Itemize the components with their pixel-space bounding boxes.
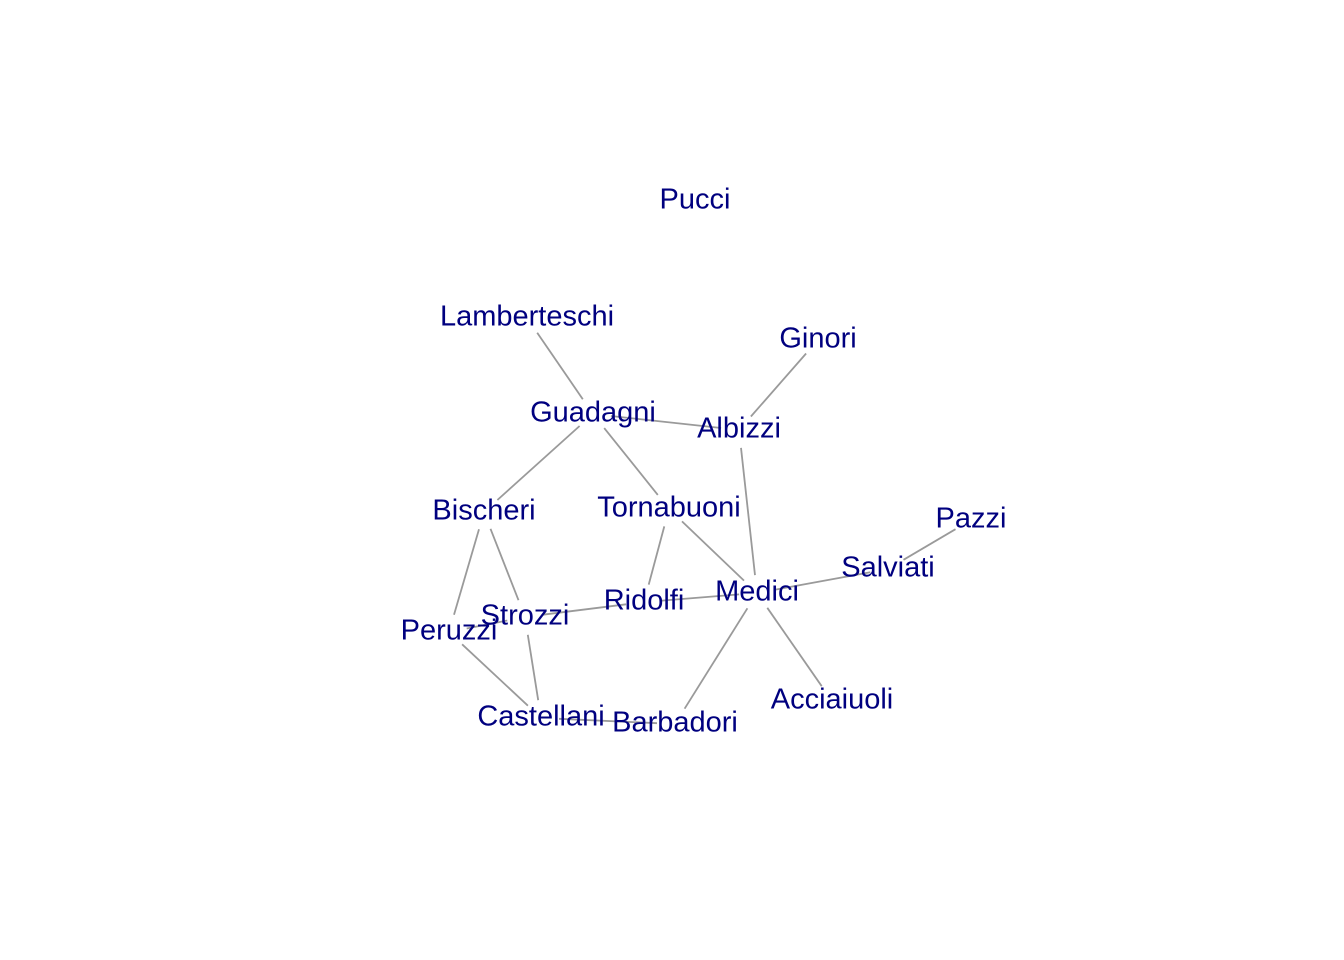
node-label-bischeri: Bischeri <box>432 495 535 527</box>
node-label-albizzi: Albizzi <box>697 413 781 445</box>
node-label-lamberteschi: Lamberteschi <box>440 301 614 333</box>
edge-strozzi-castellani <box>526 634 540 701</box>
edges-layer <box>453 332 956 725</box>
node-label-guadagni: Guadagni <box>530 397 656 429</box>
edge-lamberteschi-guadagni <box>536 332 584 400</box>
edge-tornabuoni-ridolfi <box>647 526 666 585</box>
edge-castellani-barbadori <box>558 717 658 725</box>
node-label-castellani: Castellani <box>477 701 604 733</box>
edge-guadagni-tornabuoni <box>603 427 659 496</box>
edge-medici-barbadori <box>683 607 749 710</box>
node-label-ginori: Ginori <box>779 323 856 355</box>
node-label-pazzi: Pazzi <box>936 503 1007 535</box>
edge-guadagni-albizzi <box>610 415 722 429</box>
edge-medici-salviati <box>774 571 871 591</box>
node-label-strozzi: Strozzi <box>481 600 570 632</box>
edge-salviati-pazzi <box>903 528 956 561</box>
node-label-medici: Medici <box>715 576 799 608</box>
node-label-ridolfi: Ridolfi <box>604 585 685 617</box>
edge-tornabuoni-medici <box>681 520 745 582</box>
node-label-acciaiuoli: Acciaiuoli <box>771 684 894 716</box>
node-label-barbadori: Barbadori <box>612 707 738 739</box>
edge-guadagni-bischeri <box>496 425 581 501</box>
edge-albizzi-medici <box>740 447 756 576</box>
node-label-pucci: Pucci <box>660 184 731 216</box>
node-label-peruzzi: Peruzzi <box>401 615 498 647</box>
edge-ridolfi-medici <box>661 593 740 602</box>
edge-ginori-albizzi <box>750 352 807 418</box>
node-label-tornabuoni: Tornabuoni <box>597 492 741 524</box>
edge-bischeri-strozzi <box>489 528 520 601</box>
edge-bischeri-peruzzi <box>453 529 480 615</box>
node-label-salviati: Salviati <box>841 552 935 584</box>
edge-peruzzi-strozzi <box>466 619 508 630</box>
edge-medici-acciaiuoli <box>766 607 823 687</box>
edge-strozzi-ridolfi <box>542 603 627 616</box>
edge-peruzzi-castellani <box>461 643 529 707</box>
